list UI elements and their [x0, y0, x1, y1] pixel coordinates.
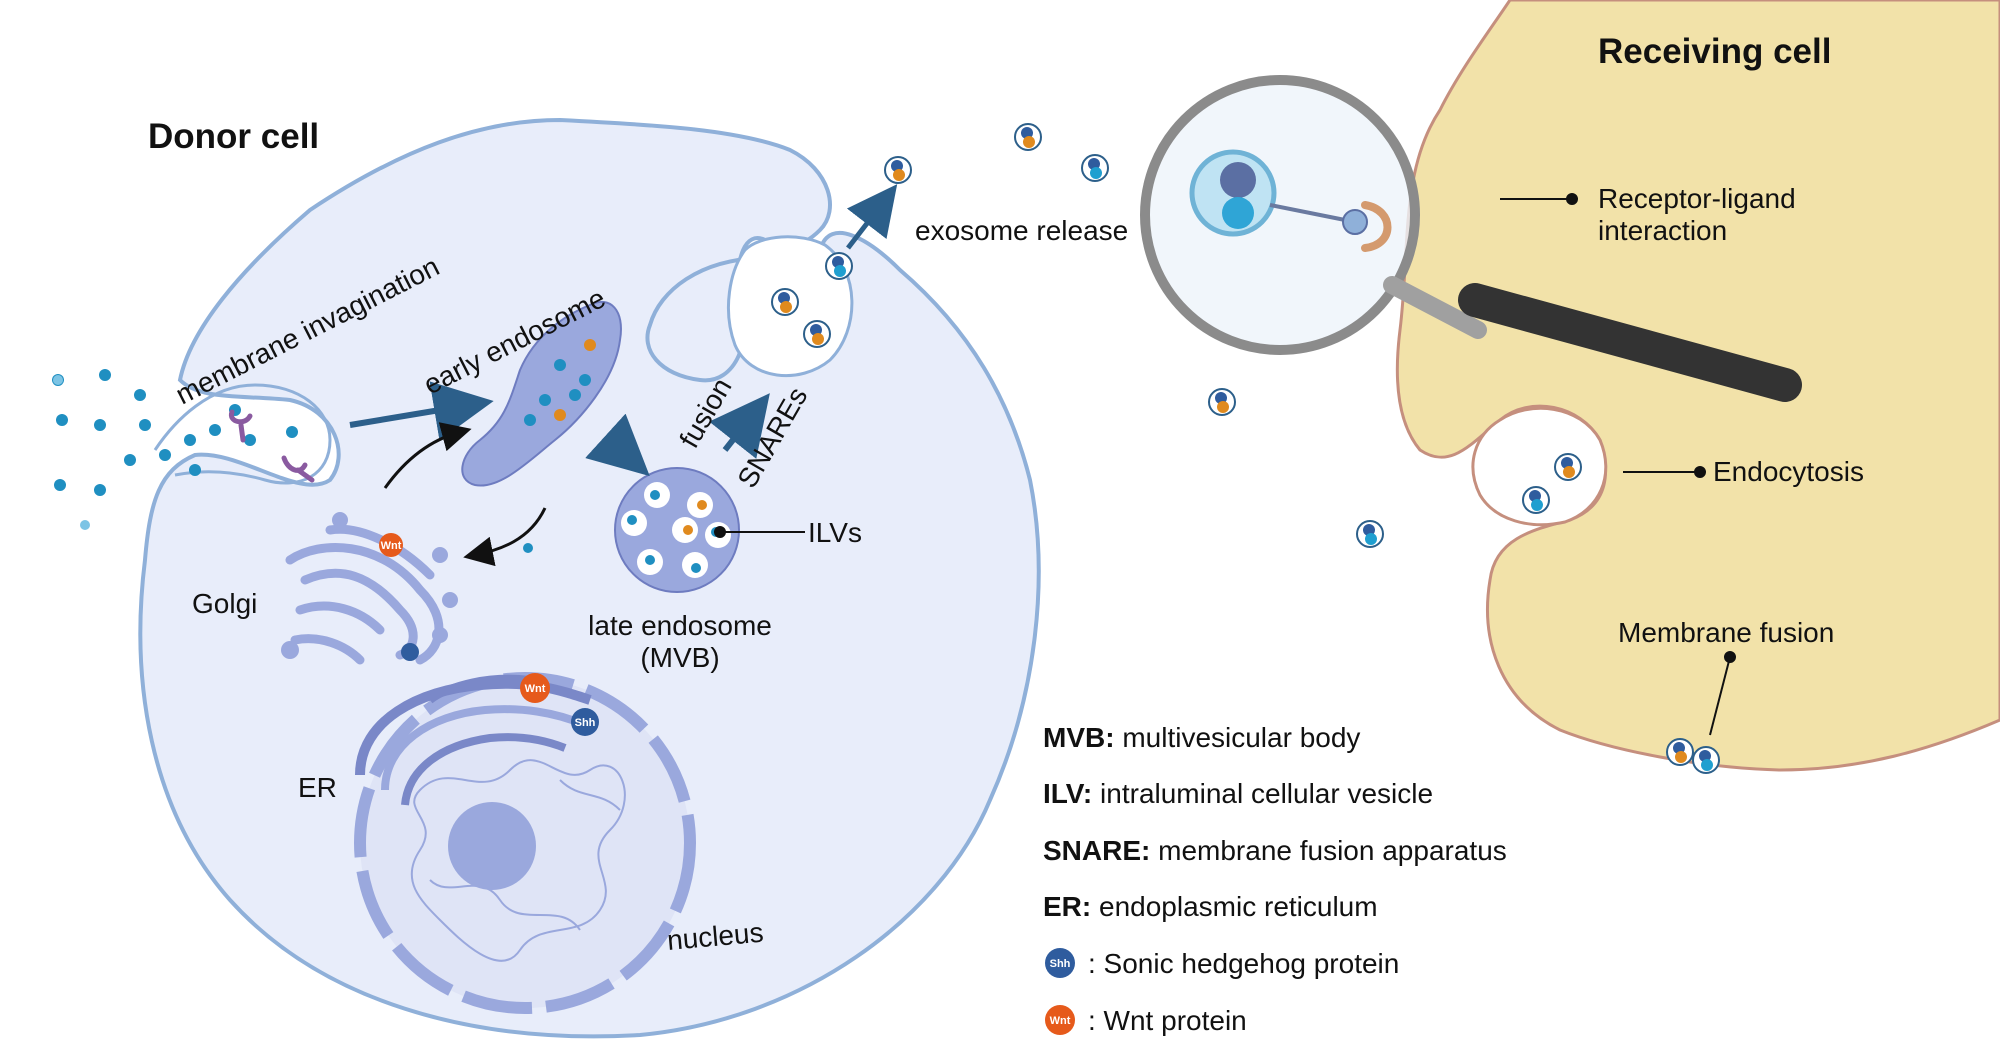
legend: MVB: multivesicular body ILV: intralumin…	[1043, 722, 1507, 1036]
legend-item-snare: SNARE: membrane fusion apparatus	[1043, 835, 1507, 866]
late-endosome-label: late endosome	[588, 610, 772, 641]
late-endosome-mvb	[614, 467, 740, 593]
ilvs-label: ILVs	[808, 517, 862, 548]
svg-text:Shh: Shh	[575, 717, 596, 729]
receiving-cell-title: Receiving cell	[1598, 32, 1831, 71]
er-label: ER	[298, 772, 337, 803]
svg-text:Wnt: Wnt	[1050, 1015, 1071, 1027]
endocytosis-pocket	[1471, 406, 1608, 527]
ligand-particles	[52, 369, 533, 553]
wnt-icon	[1045, 1005, 1075, 1035]
svg-text:: Wnt protein: : Wnt protein	[1088, 1005, 1247, 1036]
shh-icon	[1045, 948, 1075, 978]
endocytosis-label: Endocytosis	[1713, 456, 1864, 487]
svg-text:Wnt: Wnt	[381, 540, 402, 552]
legend-item-shh: Shh : Sonic hedgehog protein	[1045, 948, 1399, 979]
legend-item-wnt: Wnt : Wnt protein	[1045, 1005, 1247, 1036]
wnt-badge-golgi: Wnt	[379, 533, 403, 557]
membrane-receptors	[228, 409, 315, 483]
receiving-cell	[1395, 0, 2000, 772]
membrane-fusion-label: Membrane fusion	[1618, 617, 1834, 648]
endoplasmic-reticulum	[355, 674, 592, 806]
shh-badge-golgi	[401, 643, 419, 661]
legend-item-er: ER: endoplasmic reticulum	[1043, 891, 1378, 922]
golgi-apparatus	[281, 512, 458, 665]
exosome-release-label: exosome release	[915, 215, 1128, 246]
wnt-badge-er: Wnt	[520, 673, 550, 703]
early-endosome-cargo	[524, 339, 596, 426]
mvb-label: (MVB)	[640, 642, 719, 673]
shh-badge-nucleus: Shh	[571, 708, 599, 736]
svg-text:Wnt: Wnt	[525, 683, 546, 695]
nucleus	[354, 672, 696, 1014]
pathway-arrows	[349, 184, 898, 567]
golgi-label: Golgi	[192, 588, 257, 619]
invagination-pocket	[153, 383, 332, 485]
magnifier-icon	[1140, 75, 1802, 402]
legend-item-ilv: ILV: intraluminal cellular vesicle	[1043, 778, 1433, 809]
early-endosome	[461, 300, 622, 487]
receptor-ligand-label: Receptor-ligand	[1598, 183, 1796, 214]
interaction-label: interaction	[1598, 215, 1727, 246]
svg-text:Shh: Shh	[1050, 958, 1071, 970]
legend-item-mvb: MVB: multivesicular body	[1043, 722, 1360, 753]
svg-text:: Sonic hedgehog protein: : Sonic hedgehog protein	[1088, 948, 1399, 979]
callout-lines	[714, 193, 1736, 736]
donor-cell-title: Donor cell	[148, 117, 319, 156]
